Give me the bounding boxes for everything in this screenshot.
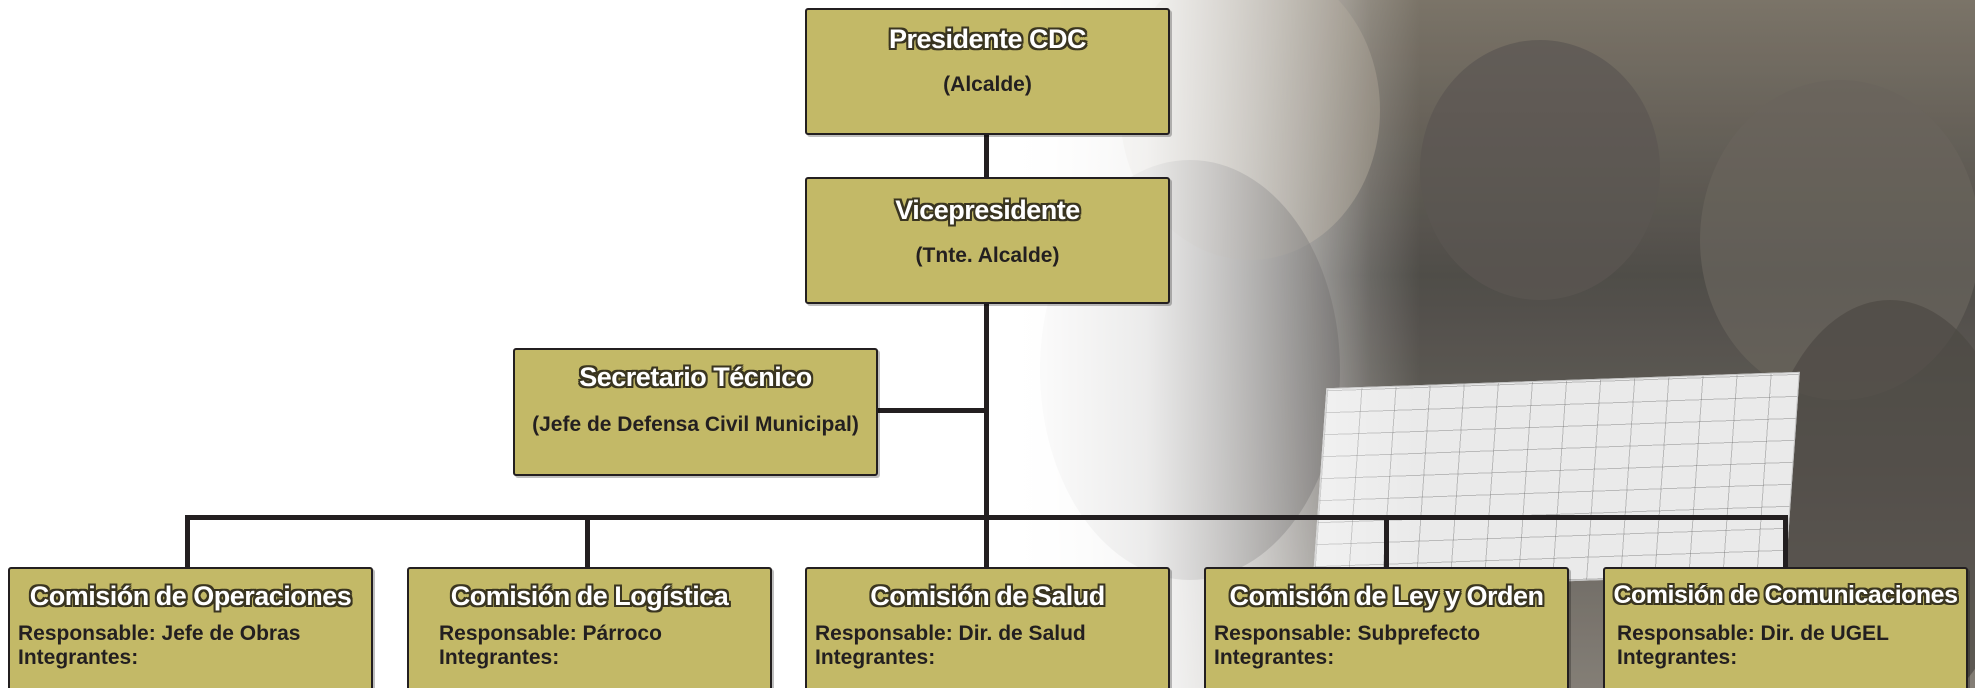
commission-title: Comisión de Ley y Orden bbox=[1229, 581, 1544, 611]
commission-box-operaciones: Comisión de Operaciones Responsable: Jef… bbox=[8, 567, 373, 688]
commission-responsible: Responsable: Párroco bbox=[439, 622, 662, 645]
connector-secretary bbox=[874, 408, 986, 413]
commission-responsible: Responsable: Subprefecto bbox=[1214, 622, 1481, 645]
connector-drop-5 bbox=[1783, 515, 1788, 567]
vicepresident-title: Vicepresidente bbox=[895, 195, 1080, 225]
commission-members: Integrantes: bbox=[1214, 646, 1335, 669]
commission-title: Comisión de Comunicaciones bbox=[1613, 581, 1958, 609]
secretary-box: Secretario Técnico (Jefe de Defensa Civi… bbox=[513, 348, 878, 476]
commission-title: Comisión de Operaciones bbox=[29, 581, 352, 611]
commission-box-logistica: Comisión de Logística Responsable: Párro… bbox=[407, 567, 772, 688]
commission-members: Integrantes: bbox=[815, 646, 936, 669]
connector-drop-3 bbox=[984, 515, 989, 567]
vicepresident-subtitle: (Tnte. Alcalde) bbox=[915, 244, 1060, 267]
commission-title: Comisión de Salud bbox=[870, 581, 1105, 611]
commission-responsible: Responsable: Dir. de UGEL bbox=[1617, 622, 1889, 645]
commission-box-ley-orden: Comisión de Ley y Orden Responsable: Sub… bbox=[1204, 567, 1569, 688]
commission-box-comunicaciones: Comisión de Comunicaciones Responsable: … bbox=[1603, 567, 1968, 688]
commission-responsible: Responsable: Jefe de Obras bbox=[18, 622, 301, 645]
commission-members: Integrantes: bbox=[439, 646, 560, 669]
secretary-title: Secretario Técnico bbox=[579, 362, 812, 392]
vicepresident-box: Vicepresidente (Tnte. Alcalde) bbox=[805, 177, 1170, 304]
connector-vice-trunk bbox=[984, 302, 989, 520]
connector-drop-4 bbox=[1384, 515, 1389, 567]
secretary-subtitle: (Jefe de Defensa Civil Municipal) bbox=[532, 413, 859, 436]
president-box: Presidente CDC (Alcalde) bbox=[805, 8, 1170, 135]
commission-box-salud: Comisión de Salud Responsable: Dir. de S… bbox=[805, 567, 1170, 688]
president-subtitle: (Alcalde) bbox=[943, 73, 1032, 96]
connector-drop-2 bbox=[585, 515, 590, 567]
commission-title: Comisión de Logística bbox=[450, 581, 729, 611]
connector-president-vice bbox=[984, 133, 989, 177]
commission-members: Integrantes: bbox=[18, 646, 139, 669]
commission-members: Integrantes: bbox=[1617, 646, 1738, 669]
president-title: Presidente CDC bbox=[888, 24, 1087, 54]
connector-drop-1 bbox=[185, 515, 190, 567]
commission-responsible: Responsable: Dir. de Salud bbox=[815, 622, 1086, 645]
